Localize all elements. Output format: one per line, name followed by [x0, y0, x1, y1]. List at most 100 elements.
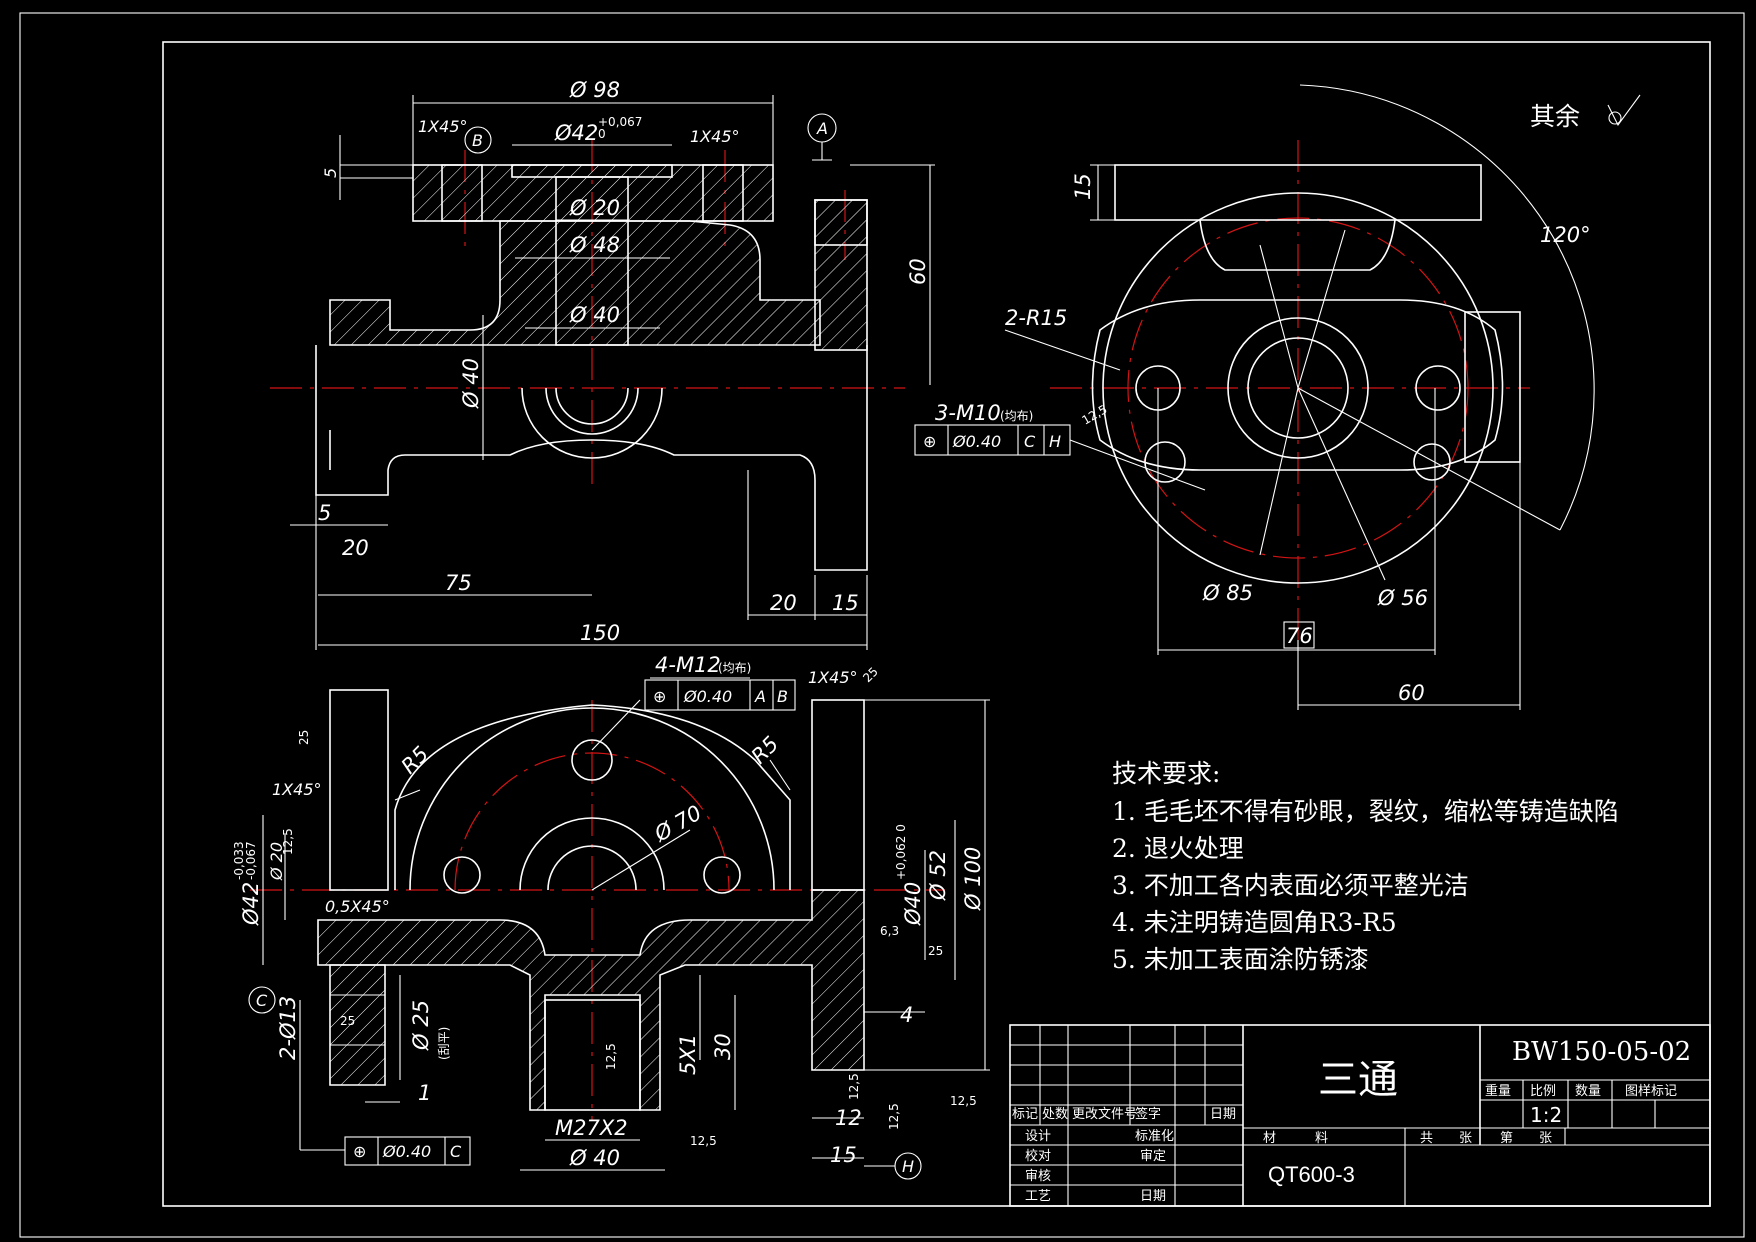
section-tolerance-frame-c: ⊕ Ø0.40 C: [344, 1136, 471, 1166]
tb-header-scale: 比例: [1530, 1084, 1556, 1099]
sec-d40-bottom: Ø 40: [569, 1146, 620, 1170]
sec-d52: Ø 52: [926, 850, 950, 901]
front-thread-note: 3-M10: [935, 401, 1001, 425]
side-dim-76: 76: [1286, 624, 1313, 648]
dim-seventy-five: 75: [445, 571, 472, 595]
tb-role-check: 校对: [1025, 1148, 1051, 1164]
sec-d25: Ø 25: [409, 1000, 433, 1051]
tb-label-std: 标准化: [1135, 1129, 1174, 1144]
tech-req-item-4: 4. 未注明铸造圆角R3-R5: [1112, 908, 1397, 937]
svg-text:C: C: [450, 1142, 462, 1161]
dim-d98: Ø 98: [569, 78, 620, 102]
tb-sheet-no: 第 张: [1500, 1131, 1552, 1146]
sec-r5-right: R5: [747, 732, 784, 769]
svg-text:⊕: ⊕: [353, 1142, 366, 1161]
tb-rev-doc: 更改文件号: [1072, 1107, 1137, 1122]
svg-text:Ø0.40: Ø0.40: [683, 687, 732, 706]
sec-d40: Ø40: [901, 882, 925, 926]
svg-text:⊕: ⊕: [923, 432, 936, 451]
svg-text:Ø0.40: Ø0.40: [382, 1142, 431, 1161]
front-view: Ø 98 Ø42 +0,067 0 1X45° 1X45° A B Ø 20 Ø…: [270, 78, 1206, 650]
material-value: QT600-3: [1268, 1162, 1355, 1187]
sec-thread-5x1: 5X1: [676, 1034, 700, 1075]
svg-text:Ø0.40: Ø0.40: [952, 432, 1001, 451]
dim-d48: Ø 48: [569, 233, 620, 257]
tb-header-mark: 图样标记: [1625, 1084, 1677, 1099]
sec-d42: Ø42: [239, 882, 263, 926]
svg-text:C: C: [1024, 432, 1036, 451]
sec-r5-left: R5: [397, 742, 434, 779]
datum-a-label: A: [816, 119, 828, 138]
front-thread-note-sub: (均布): [1000, 409, 1033, 423]
dim-d42-tol-lower: 0: [598, 127, 606, 141]
dim-d42-tol-upper: +0,067: [598, 115, 642, 129]
tb-header-weight: 重量: [1485, 1083, 1511, 1099]
svg-text:⊕: ⊕: [653, 687, 666, 706]
tech-req-item-2: 2. 退火处理: [1112, 834, 1244, 863]
sec-rough-25-right: 25: [928, 944, 943, 958]
sec-d70: Ø 70: [650, 801, 706, 847]
dim-d20: Ø 20: [569, 196, 620, 220]
dim-chamfer-left: 1X45°: [418, 117, 468, 136]
tb-role-design: 设计: [1025, 1129, 1051, 1144]
sec-chamfer-top: 1X45°: [808, 668, 858, 687]
tb-label-approve: 审定: [1140, 1149, 1166, 1164]
tech-req-item-5: 5. 未加工表面涂防锈漆: [1112, 945, 1369, 974]
tb-material-label: 材 料: [1263, 1131, 1328, 1146]
sec-twelve: 12: [835, 1106, 862, 1130]
tb-rev-date: 日期: [1210, 1107, 1236, 1122]
sec-rough-125-b: 12,5: [887, 1103, 901, 1130]
title-block: 三通 BW150-05-02 重量 比例 数量 图样标记 1:2 标记 处数 更…: [1009, 1024, 1711, 1207]
sec-d13: 2-Ø13: [276, 996, 300, 1060]
scale-value: 1:2: [1530, 1103, 1562, 1127]
tech-req-item-3: 3. 不加工各内表面必须平整光洁: [1112, 871, 1469, 900]
sec-one: 1: [418, 1081, 431, 1105]
tb-sheets-total: 共 张: [1420, 1131, 1472, 1146]
side-dim-fifteen: 15: [1071, 173, 1095, 200]
tb-label-date: 日期: [1140, 1189, 1166, 1204]
sec-rough-25-inner: 25: [340, 1014, 355, 1028]
sec-chamfer-left: 1X45°: [272, 780, 322, 799]
section-thread-note-sub: (均布): [718, 661, 751, 675]
tb-role-process: 工艺: [1025, 1189, 1051, 1204]
tb-rev-mark: 标记: [1012, 1107, 1038, 1122]
drawing-number: BW150-05-02: [1512, 1037, 1691, 1067]
dim-d40-side: Ø 40: [459, 358, 483, 409]
tech-req-item-1: 1. 毛毛坯不得有砂眼，裂纹，缩松等铸造缺陷: [1112, 797, 1619, 826]
svg-text:A: A: [754, 687, 766, 706]
datum-b-label: B: [472, 131, 483, 150]
side-dim-r15: 2-R15: [1005, 306, 1067, 330]
dim-d40-top: Ø 40: [569, 303, 620, 327]
sec-d25-note: (刮平): [437, 1027, 451, 1060]
dim-twenty-right: 20: [770, 591, 797, 615]
sec-thirty: 30: [711, 1033, 735, 1060]
sec-rough-125-bottom: 12,5: [690, 1134, 717, 1148]
sec-rough-63: 6,3: [880, 924, 899, 938]
section-thread-note: 4-M12: [655, 653, 721, 677]
datum-c-label: C: [256, 991, 268, 1010]
tb-rev-count: 处数: [1042, 1107, 1068, 1122]
side-dim-d56: Ø 56: [1377, 586, 1428, 610]
dim-chamfer-right: 1X45°: [690, 127, 740, 146]
sec-d100: Ø 100: [961, 847, 985, 911]
sec-chamfer-small: 0,5X45°: [325, 897, 390, 916]
sec-rough-125-a: 12,5: [847, 1073, 861, 1100]
sec-d20: Ø 20: [267, 842, 286, 881]
sec-fifteen: 15: [830, 1143, 857, 1167]
side-dim-sixty: 60: [1398, 681, 1425, 705]
sec-rough-125-thread: 12,5: [604, 1043, 618, 1070]
sec-d40-tol: +0,062 0: [894, 824, 908, 880]
svg-text:B: B: [777, 687, 788, 706]
section-view: 4-M12 (均布) ⊕ Ø0.40 A B ⊕ Ø0.40 C C H 1X4…: [232, 653, 990, 1180]
side-dim-d85: Ø 85: [1202, 581, 1253, 605]
sec-d42-tol-upper: -0,033: [232, 841, 246, 880]
front-tolerance-frame: ⊕ Ø0.40 C H: [914, 424, 1071, 456]
tb-role-review: 审核: [1025, 1169, 1051, 1184]
outer-border: [19, 12, 1745, 1238]
side-dim-angle: 120°: [1540, 223, 1591, 247]
dim-twenty-left: 20: [342, 536, 369, 560]
dim-d42: Ø42: [554, 121, 598, 145]
inner-border: [162, 41, 1711, 1207]
sec-rough-125-c: 12,5: [950, 1094, 977, 1108]
tb-header-qty: 数量: [1575, 1084, 1601, 1099]
